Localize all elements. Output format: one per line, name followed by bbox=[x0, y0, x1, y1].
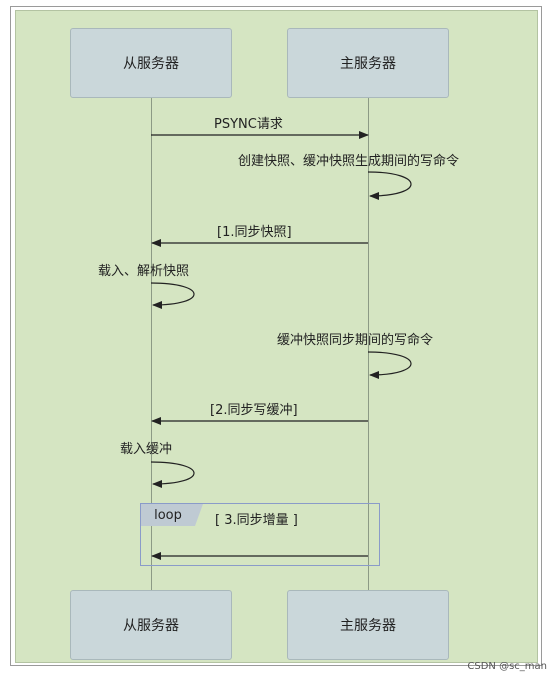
actor-right-bottom: 主服务器 bbox=[287, 590, 449, 660]
loop-guard: [ 3.同步增量 ] bbox=[215, 513, 298, 528]
actor-left-top: 从服务器 bbox=[70, 28, 232, 98]
lifeline-left bbox=[151, 98, 152, 590]
actor-right-top: 主服务器 bbox=[287, 28, 449, 98]
message-label-psync: PSYNC请求 bbox=[214, 117, 283, 132]
loop-fragment bbox=[140, 503, 380, 566]
lifeline-right bbox=[368, 98, 369, 590]
self-arrow-load-snapshot bbox=[150, 282, 195, 309]
loop-tag-label: loop bbox=[154, 507, 182, 523]
self-arrow-create-snapshot bbox=[367, 171, 412, 200]
diagram-background bbox=[15, 10, 538, 663]
self-arrow-load-buffer bbox=[150, 461, 195, 488]
message-label-load-snapshot: 载入、解析快照 bbox=[98, 264, 190, 279]
self-arrow-buffer-commands bbox=[367, 351, 412, 379]
message-label-buffer-commands: 缓冲快照同步期间的写命令 bbox=[277, 333, 434, 348]
actor-left-top-label: 从服务器 bbox=[123, 56, 179, 72]
message-label-sync-snapshot: [1.同步快照] bbox=[217, 225, 292, 240]
message-label-sync-write-buffer: [2.同步写缓冲] bbox=[210, 403, 298, 418]
actor-right-top-label: 主服务器 bbox=[340, 56, 396, 72]
actor-left-bottom-label: 从服务器 bbox=[123, 618, 179, 634]
message-label-load-buffer: 载入缓冲 bbox=[120, 442, 173, 457]
watermark: CSDN @sc_man bbox=[467, 661, 547, 672]
actor-left-bottom: 从服务器 bbox=[70, 590, 232, 660]
frame-border bbox=[10, 6, 542, 666]
actor-right-bottom-label: 主服务器 bbox=[340, 618, 396, 634]
loop-tag: loop bbox=[141, 504, 203, 526]
message-label-create-snapshot: 创建快照、缓冲快照生成期间的写命令 bbox=[238, 154, 460, 169]
